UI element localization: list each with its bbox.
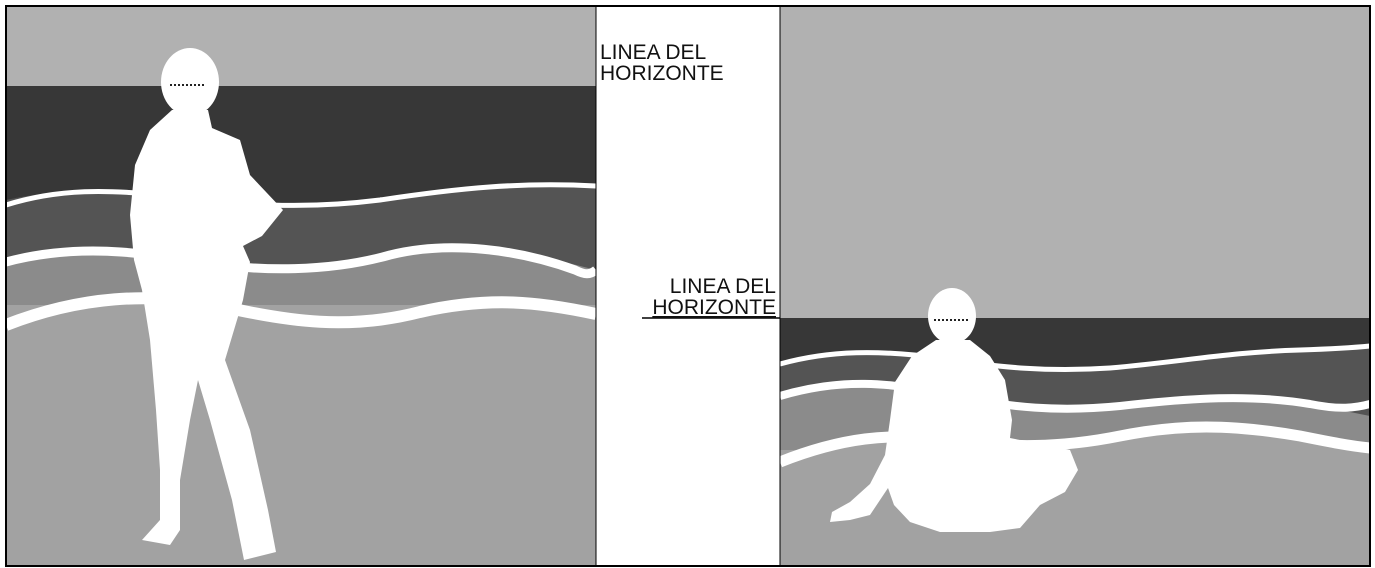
left-foam-3 [3,292,598,331]
outer-border [5,5,1371,567]
left-panel-standing [3,6,599,566]
left-sky [6,6,596,87]
horizon-label-sitting-line2: HORIZONTE [652,296,776,319]
left-foam-1 [5,182,597,208]
horizon-label-sitting: LINEA DEL HORIZONTE [620,276,776,318]
horizon-label-standing: LINEA DEL HORIZONTE [600,42,724,84]
horizon-label-sitting-line1: LINEA DEL [669,275,776,298]
right-panel-sitting [777,6,1372,566]
standing-person-silhouette [130,48,283,560]
left-sand [6,305,596,566]
right-foam-1 [779,343,1371,373]
seated-person-silhouette [830,288,1078,532]
right-foam-3 [777,421,1371,468]
left-foam-2 [4,243,599,279]
horizon-label-standing-line2: HORIZONTE [600,62,724,85]
right-sky [780,6,1370,320]
right-foam-2 [778,379,1372,413]
horizon-label-standing-line1: LINEA DEL [600,41,707,64]
